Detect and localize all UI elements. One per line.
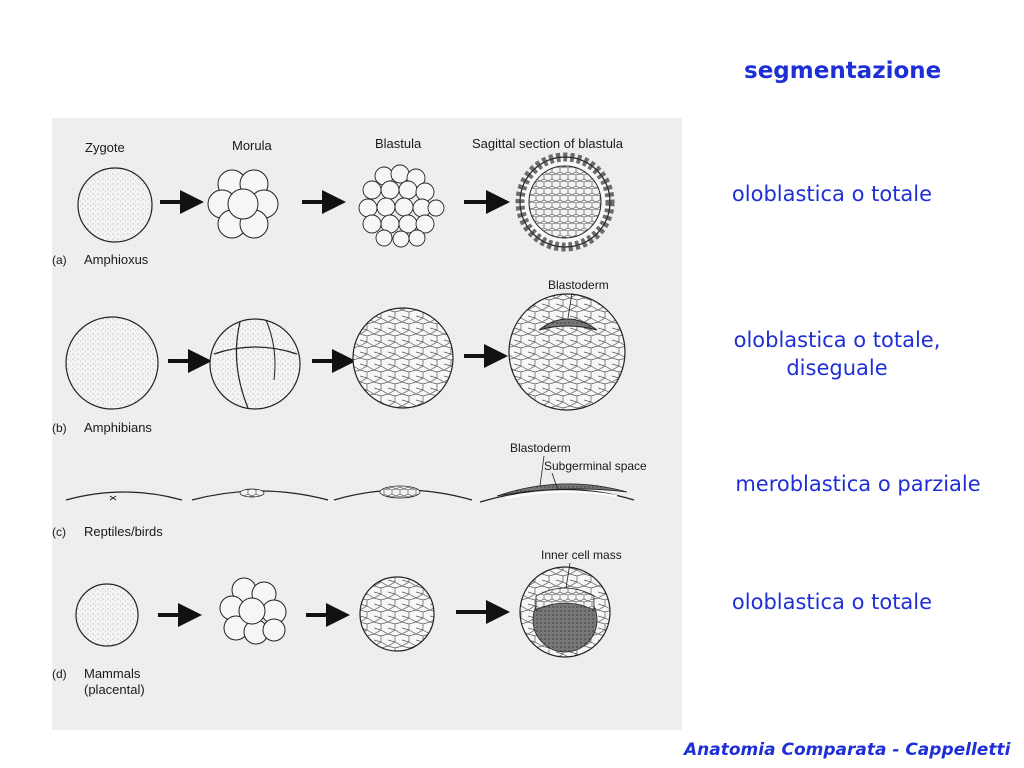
row-name-reptiles-birds: Reptiles/birds xyxy=(84,524,163,539)
amphibian-zygote xyxy=(65,316,159,410)
callout-line xyxy=(567,292,573,319)
column-heading-morula: Morula xyxy=(232,138,273,153)
footer-credit: Anatomia Comparata - Cappelletti xyxy=(684,740,1011,760)
description-line: oloblastica o totale xyxy=(731,590,933,614)
callout-subgerminal-space: Subgerminal space xyxy=(544,459,647,473)
amphibian-blastula xyxy=(352,307,454,409)
callout-line xyxy=(539,455,545,487)
slide-title: segmentazione xyxy=(744,58,942,84)
callout-inner-cell-mass: Inner cell mass xyxy=(541,548,622,562)
row-name-placental: (placental) xyxy=(84,682,145,697)
row-label-a: (a) xyxy=(52,253,67,267)
description-amphioxus: oloblastica o totale xyxy=(718,180,946,208)
column-heading-blastula: Blastula xyxy=(375,136,422,151)
row-label-b: (b) xyxy=(52,421,67,435)
mammal-blastula xyxy=(359,576,435,652)
reptile-sagittal-section xyxy=(479,483,635,503)
reptile-zygote-yolk xyxy=(65,491,183,501)
description-line: oloblastica o totale xyxy=(731,182,933,206)
row-name-amphibians: Amphibians xyxy=(84,420,152,435)
description-line: meroblastica o parziale xyxy=(735,472,981,496)
description-line: oloblastica o totale, xyxy=(733,328,941,352)
column-heading-sagittal-section: Sagittal section of blastula xyxy=(472,136,624,151)
row-name-amphioxus: Amphioxus xyxy=(84,252,149,267)
amphioxus-zygote xyxy=(77,167,153,243)
row-label-c: (c) xyxy=(52,525,66,539)
amphioxus-morula xyxy=(207,169,279,239)
amphioxus-blastula xyxy=(358,164,445,248)
amphibian-sagittal-section xyxy=(508,293,626,411)
cleavage-figure: Zygote Morula Blastula Sagittal section … xyxy=(52,118,682,730)
callout-blastoderm-c: Blastoderm xyxy=(510,441,571,455)
mammal-zygote xyxy=(75,583,139,647)
callout-blastoderm-b: Blastoderm xyxy=(548,278,609,292)
column-heading-zygote: Zygote xyxy=(85,140,125,155)
row-name-mammals: Mammals xyxy=(84,666,141,681)
description-mammals: oloblastica o totale xyxy=(718,588,946,616)
amphioxus-sagittal-section xyxy=(515,152,615,252)
mammal-morula xyxy=(219,577,287,645)
description-amphibians: oloblastica o totale, diseguale xyxy=(712,326,962,382)
callout-line xyxy=(565,562,571,589)
amphibian-morula xyxy=(209,318,301,410)
description-reptiles-birds: meroblastica o parziale xyxy=(716,470,1000,498)
callout-line xyxy=(551,472,559,491)
row-label-d: (d) xyxy=(52,667,67,681)
description-line: diseguale xyxy=(786,356,888,380)
mammal-sagittal-section xyxy=(519,566,611,658)
